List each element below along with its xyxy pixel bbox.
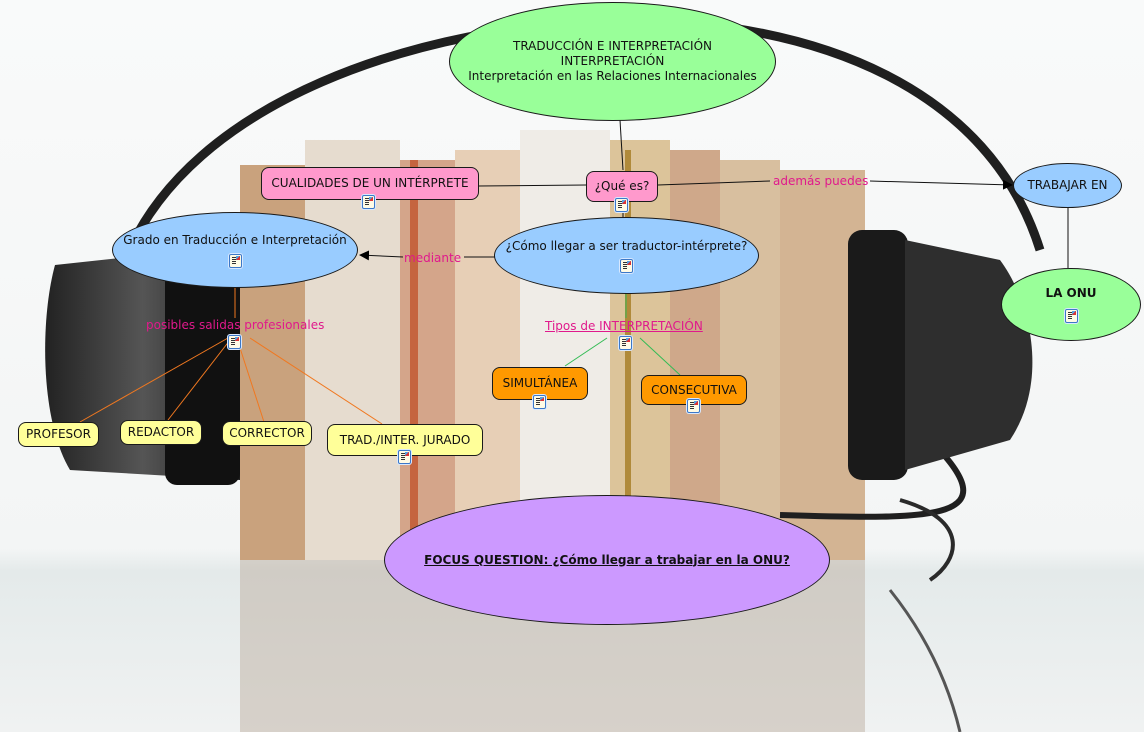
link-salidas-jurado (249, 337, 383, 425)
link-root-que-es (619, 119, 624, 171)
link-que-es-cualidades (477, 184, 587, 187)
document-icon[interactable] (398, 450, 411, 464)
consecutiva-node[interactable]: CONSECUTIVA (641, 375, 747, 405)
document-icon[interactable] (615, 198, 628, 212)
grado-node[interactable]: Grado en Traducción e Interpretación (112, 212, 358, 288)
link-label-tipos[interactable]: Tipos de INTERPRETACIÓN (545, 319, 703, 333)
document-icon[interactable] (228, 335, 241, 349)
redactor-label: REDACTOR (127, 425, 195, 439)
trabajar-en-node[interactable]: TRABAJAR EN (1013, 163, 1122, 208)
document-icon[interactable] (687, 399, 700, 413)
link-salidas-profesor (79, 337, 229, 423)
link-label-mediante: mediante (404, 251, 462, 265)
link-tipos-consecutiva (639, 337, 681, 376)
link-salidas-corrector (239, 347, 265, 423)
document-icon[interactable] (620, 258, 633, 273)
focus-question-node[interactable]: FOCUS QUESTION: ¿Cómo llegar a trabajar … (384, 495, 830, 625)
la-onu-node[interactable]: LA ONU (1001, 268, 1141, 341)
root-title: TRADUCCIÓN E INTERPRETACIÓN (512, 39, 712, 53)
cualidades-label: CUALIDADES DE UN INTÉRPRETE (271, 176, 469, 190)
root-concept-node[interactable]: TRADUCCIÓN E INTERPRETACIÓN INTERPRETACI… (449, 2, 776, 121)
simultanea-node[interactable]: SIMULTÁNEA (492, 367, 588, 400)
link-que-es-ademas (657, 180, 771, 186)
link-tipos-simultanea (564, 337, 608, 367)
link-label-ademas-puedes: además puedes (773, 174, 869, 188)
document-icon[interactable] (228, 253, 242, 268)
redactor-node[interactable]: REDACTOR (120, 420, 202, 445)
document-icon[interactable] (362, 195, 375, 209)
link-label-salidas: posibles salidas profesionales (146, 318, 325, 332)
link-salidas-redactor (167, 339, 231, 421)
corrector-node[interactable]: CORRECTOR (222, 421, 312, 446)
root-description: Interpretación en las Relaciones Interna… (468, 69, 757, 83)
root-subtitle: INTERPRETACIÓN (560, 54, 665, 68)
corrector-label: CORRECTOR (229, 426, 305, 440)
profesor-node[interactable]: PROFESOR (18, 422, 99, 447)
link-mediante-grado (359, 250, 404, 261)
simultanea-label: SIMULTÁNEA (502, 376, 578, 390)
document-icon[interactable] (1064, 309, 1078, 323)
como-llegar-node[interactable]: ¿Cómo llegar a ser traductor-intérprete? (494, 217, 759, 294)
la-onu-label: LA ONU (1045, 286, 1097, 300)
trabajar-en-label: TRABAJAR EN (1027, 178, 1108, 192)
grado-label: Grado en Traducción e Interpretación (123, 232, 347, 247)
que-es-label: ¿Qué es? (594, 179, 650, 193)
consecutiva-label: CONSECUTIVA (651, 382, 737, 397)
jurado-label: TRAD./INTER. JURADO (339, 432, 471, 447)
focus-question-label: FOCUS QUESTION: ¿Cómo llegar a trabajar … (424, 552, 790, 567)
link-ademas-trabajar (869, 179, 1013, 190)
document-icon[interactable] (533, 395, 546, 409)
document-icon[interactable] (619, 336, 632, 350)
como-llegar-label: ¿Cómo llegar a ser traductor-intérprete? (505, 238, 748, 253)
profesor-label: PROFESOR (26, 427, 91, 441)
